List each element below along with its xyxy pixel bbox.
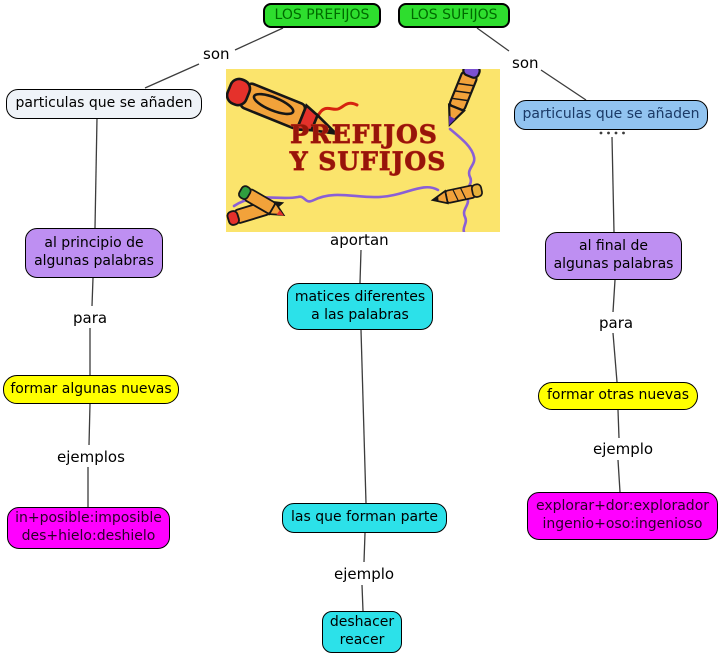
node-los-prefijos[interactable]: LOS PREFIJOS — [263, 3, 381, 28]
crayon-icon-bottom-left-b — [237, 185, 286, 216]
dotted-stub — [599, 131, 625, 135]
node-los-sufijos[interactable]: LOS SUFIJOS — [398, 3, 510, 28]
node-formar-algunas-nuevas[interactable]: formar algunas nuevas — [3, 375, 179, 404]
node-al-principio[interactable]: al principio de algunas palabras — [25, 228, 163, 278]
link-label-para-left[interactable]: para — [73, 309, 108, 327]
red-squiggle — [316, 101, 359, 118]
node-ejemplos-prefijos[interactable]: in+posible:imposible des+hielo:deshielo — [7, 507, 170, 549]
picture-title-line2: Y SUFIJOS — [289, 147, 447, 176]
node-al-final[interactable]: al final de algunas palabras — [545, 232, 682, 280]
purple-squiggle-bottom — [232, 185, 440, 208]
crayon-icon-bottom-right — [430, 183, 483, 205]
link-label-ejemplo-center[interactable]: ejemplo — [334, 565, 395, 583]
link-label-aportan[interactable]: aportan — [330, 231, 389, 249]
link-label-ejemplo-right[interactable]: ejemplo — [593, 440, 654, 458]
crayon-icon-large — [225, 77, 340, 136]
node-ejemplo-sufijos[interactable]: explorar+dor:explorador ingenio+oso:inge… — [527, 492, 718, 540]
node-matices-diferentes[interactable]: matices diferentes a las palabras — [287, 283, 433, 330]
node-las-que-forman-parte[interactable]: las que forman parte — [282, 503, 447, 533]
link-label-ejemplos-left[interactable]: ejemplos — [57, 448, 125, 466]
link-label-son-right[interactable]: son — [512, 54, 539, 72]
picture-title-line1: PREFIJOS — [290, 120, 438, 149]
node-particulas-left[interactable]: particulas que se añaden — [6, 89, 202, 119]
link-label-para-right[interactable]: para — [599, 314, 634, 332]
node-formar-otras-nuevas[interactable]: formar otras nuevas — [538, 382, 698, 410]
prefijos-sufijos-picture[interactable]: PREFIJOS Y SUFIJOS — [225, 62, 500, 234]
link-label-son-left[interactable]: son — [203, 45, 230, 63]
node-particulas-right[interactable]: particulas que se añaden — [514, 100, 708, 130]
node-deshacer-reacer[interactable]: deshacer reacer — [322, 611, 402, 653]
